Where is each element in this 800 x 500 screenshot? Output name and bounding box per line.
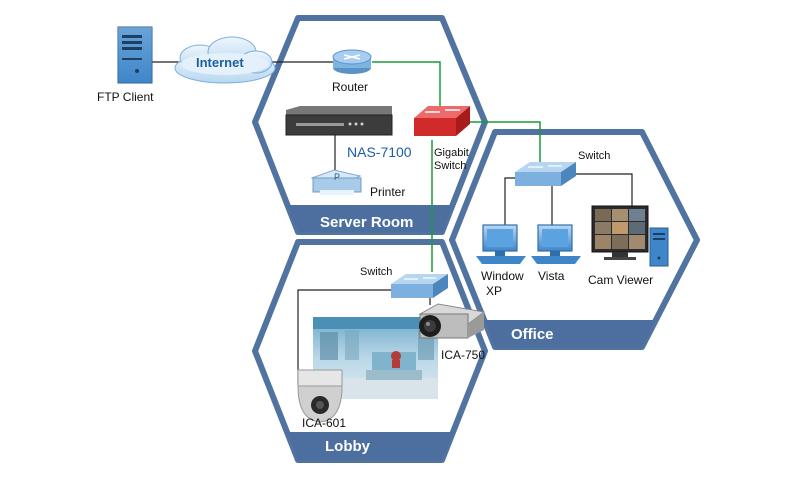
label-gigabit-switch-line1: Gigabit [434, 147, 469, 159]
link-router-gigabit [372, 61, 441, 112]
router-icon [332, 49, 372, 74]
link-gigabit-office-switch [468, 121, 541, 162]
ica601-camera-icon [297, 369, 343, 423]
label-printer: Printer [370, 185, 405, 199]
label-internet: Internet [196, 55, 244, 70]
label-cam-viewer: Cam Viewer [588, 273, 653, 287]
label-router: Router [332, 80, 368, 94]
zone-title-server-room: Server Room [320, 214, 413, 231]
printer-icon: P [310, 169, 362, 195]
printer-p-mark: P [334, 172, 340, 182]
label-window-xp-line2: XP [486, 284, 502, 298]
office-switch-icon [515, 162, 576, 186]
nas-icon [285, 106, 393, 136]
server-tower-icon [117, 26, 153, 84]
lobby-switch-icon [391, 274, 448, 298]
label-office-switch: Switch [578, 150, 610, 162]
vista-pc-icon [531, 224, 581, 264]
cam-viewer-icon [591, 205, 669, 267]
label-ica601: ICA-601 [302, 416, 346, 430]
gigabit-switch-icon [414, 106, 470, 136]
link-switch-camviewer [575, 173, 633, 208]
label-ftp-client: FTP Client [97, 90, 154, 104]
zone-title-lobby: Lobby [325, 438, 371, 455]
zone-title-office: Office [511, 326, 554, 343]
link-lobby-switch-ica601 [297, 289, 395, 385]
label-vista: Vista [538, 269, 565, 283]
label-window-xp-line1: Window [481, 269, 524, 283]
label-ica750: ICA-750 [441, 348, 485, 362]
label-lobby-switch: Switch [360, 266, 392, 278]
windows-xp-pc-icon [476, 224, 526, 264]
label-gigabit-switch-line2: Switch [434, 160, 466, 172]
label-nas: NAS-7100 [347, 144, 412, 160]
connections [150, 61, 633, 385]
ica750-camera-icon [418, 303, 486, 339]
internet-cloud-icon [174, 36, 276, 84]
